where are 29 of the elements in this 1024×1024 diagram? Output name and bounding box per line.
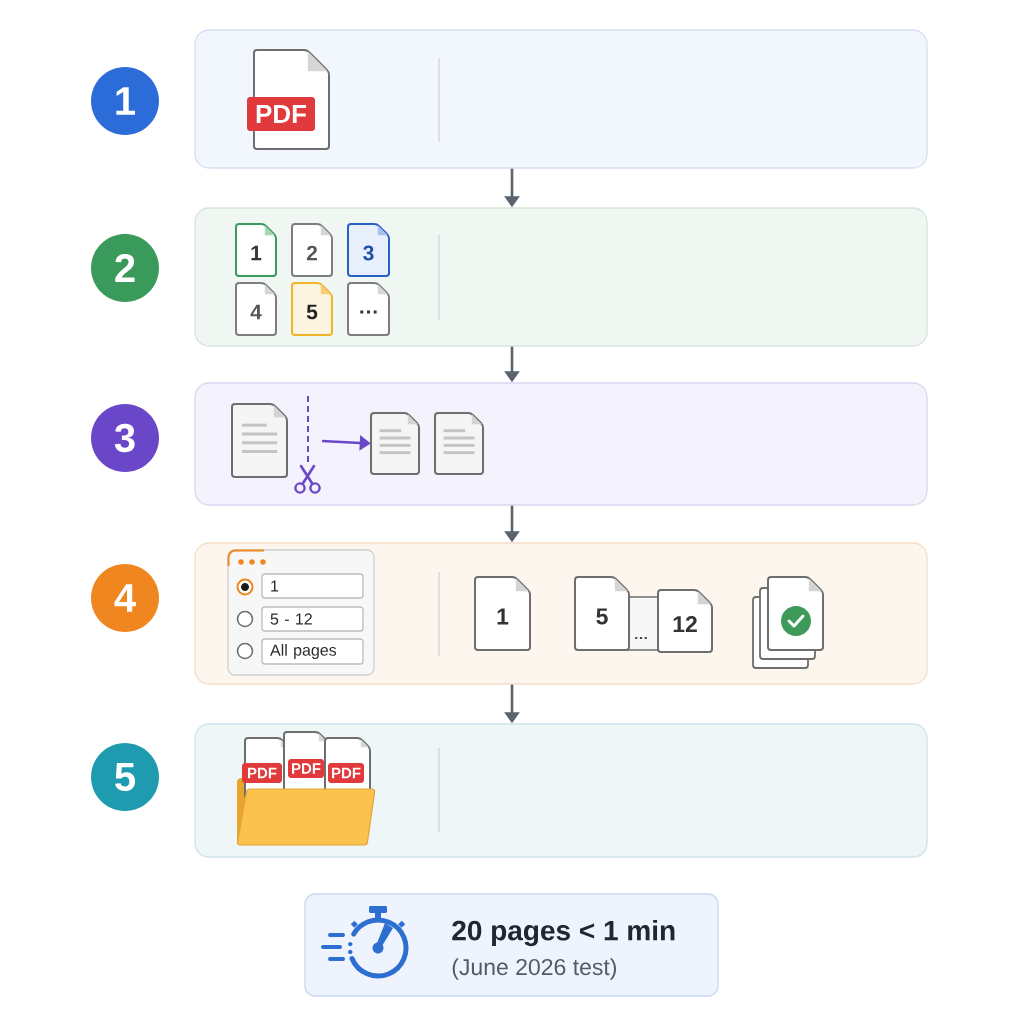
page-thumbnail: 1 xyxy=(474,576,531,651)
page-thumbnail: 1 xyxy=(235,223,277,277)
page-thumbnail: … xyxy=(347,282,390,336)
step-number: 1 xyxy=(91,67,159,135)
document-icon xyxy=(370,412,420,475)
page-thumbnail: 5 xyxy=(574,576,630,651)
step-number: 2 xyxy=(91,234,159,302)
page-thumbnail: 12 xyxy=(657,589,713,653)
document-icon xyxy=(434,412,484,475)
ellipsis: … xyxy=(635,636,647,640)
page-thumbnail: 2 xyxy=(291,223,333,277)
result-box xyxy=(304,893,719,997)
page-thumbnail: 4 xyxy=(235,282,277,336)
document-icon xyxy=(231,403,288,478)
step-number: 5 xyxy=(91,743,159,811)
file-type-tag: PDF xyxy=(328,763,364,783)
file-type-tag: PDF xyxy=(242,763,282,783)
file-type-tag: PDF xyxy=(247,97,315,131)
step-number: 3 xyxy=(91,404,159,472)
input-field: 5 - 12 xyxy=(261,606,364,632)
input-field: 1 xyxy=(261,573,364,599)
step-number: 4 xyxy=(91,564,159,632)
note-text: (June 2026 test) xyxy=(452,958,616,980)
page-thumbnail: 5 xyxy=(291,282,333,336)
input-field: All pages xyxy=(261,638,364,665)
step-panel xyxy=(194,29,928,169)
file-type-tag: PDF xyxy=(288,759,324,778)
headline: 20 pages < 1 min xyxy=(452,919,675,947)
page-thumbnail: 3 xyxy=(347,223,390,277)
